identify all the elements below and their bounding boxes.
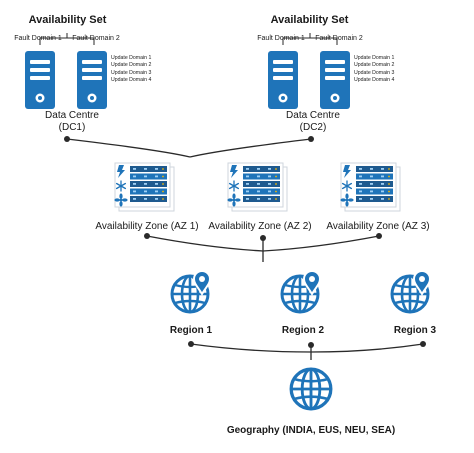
region-2-icon-group bbox=[280, 270, 321, 314]
update-domain-label: Update Domain 4 bbox=[111, 77, 152, 84]
server-tower-icon bbox=[268, 51, 298, 109]
server-tower-icon bbox=[77, 51, 107, 109]
data-centre-label: Data Centre (DC2) bbox=[273, 110, 353, 134]
update-domain-label: Update Domain 2 bbox=[111, 62, 152, 69]
update-domain-list: Update Domain 1 Update Domain 2 Update D… bbox=[354, 55, 406, 85]
update-domain-label: Update Domain 1 bbox=[354, 55, 395, 61]
availability-set-title: Availability Set bbox=[270, 14, 349, 26]
availability-zone-label: Availability Zone (AZ 1) bbox=[95, 221, 199, 232]
availability-set-1 bbox=[25, 33, 107, 109]
region-1-icon-group bbox=[170, 270, 211, 314]
data-centre-name: Data Centre bbox=[45, 110, 99, 121]
datacenter-rack-icon bbox=[339, 162, 401, 212]
region-label: Region 2 bbox=[281, 325, 325, 336]
region-label: Region 3 bbox=[393, 325, 437, 336]
fault-domain-label: Fault Domain 2 bbox=[315, 35, 363, 42]
dc-to-zone-connector bbox=[64, 136, 314, 158]
datacenter-rack-icon bbox=[226, 162, 288, 212]
zone-to-region-connector bbox=[144, 233, 382, 262]
geography-label: Geography (INDIA, EUS, NEU, SEA) bbox=[226, 425, 396, 436]
datacenter-rack-icon bbox=[113, 162, 175, 212]
update-domain-label: Update Domain 4 bbox=[354, 77, 395, 84]
data-centre-label: Data Centre (DC1) bbox=[32, 110, 112, 134]
fault-domain-label: Fault Domain 1 bbox=[14, 35, 62, 42]
region-label: Region 1 bbox=[169, 325, 213, 336]
update-domain-label: Update Domain 3 bbox=[111, 69, 152, 76]
update-domain-label: Update Domain 2 bbox=[354, 62, 395, 69]
server-tower-icon bbox=[25, 51, 55, 109]
data-centre-code: (DC1) bbox=[58, 122, 86, 133]
availability-zone-label: Availability Zone (AZ 2) bbox=[208, 221, 312, 232]
geography-globe-icon bbox=[289, 367, 333, 411]
data-centre-code: (DC2) bbox=[299, 122, 327, 133]
data-centre-name: Data Centre bbox=[286, 110, 340, 121]
fault-domain-label: Fault Domain 1 bbox=[257, 35, 305, 42]
update-domain-label: Update Domain 1 bbox=[111, 55, 152, 61]
availability-zone-label: Availability Zone (AZ 3) bbox=[326, 221, 430, 232]
server-tower-icon bbox=[320, 51, 350, 109]
availability-set-title: Availability Set bbox=[28, 14, 107, 26]
availability-set-2 bbox=[268, 33, 350, 109]
update-domain-label: Update Domain 3 bbox=[354, 69, 395, 76]
region-3-icon-group bbox=[390, 270, 431, 314]
update-domain-list: Update Domain 1 Update Domain 2 Update D… bbox=[111, 55, 163, 85]
region-to-geography-connector bbox=[188, 341, 426, 360]
fault-domain-label: Fault Domain 2 bbox=[72, 35, 120, 42]
